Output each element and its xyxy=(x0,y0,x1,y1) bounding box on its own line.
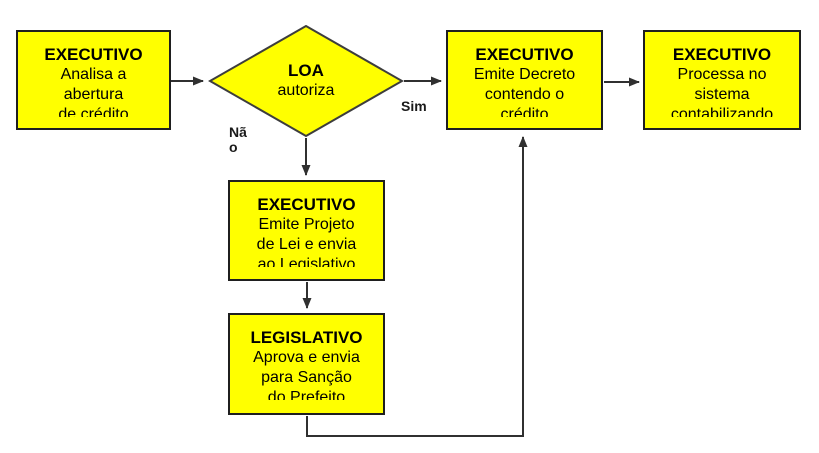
flowchart-node-legislativo-aprova: LEGISLATIVO Aprova e envia para Sanção d… xyxy=(228,313,385,415)
flowchart-node-executivo-processa: EXECUTIVO Processa no sistema contabiliz… xyxy=(643,30,801,130)
flowchart-node-executivo-decreto: EXECUTIVO Emite Decreto contendo o crédi… xyxy=(446,30,603,130)
edge-label-nao: Não xyxy=(229,124,247,155)
node-text: EXECUTIVO Processa no sistema contabiliz… xyxy=(645,45,799,117)
node-title: EXECUTIVO xyxy=(672,45,772,64)
node-line: abertura xyxy=(63,86,124,103)
node-line: do Prefeito xyxy=(267,389,346,400)
edge-label-sim: Sim xyxy=(401,98,427,114)
node-line: Analisa a xyxy=(60,66,127,83)
node-line: Emite Projeto xyxy=(258,216,355,233)
node-line: Aprova e envia xyxy=(253,349,360,366)
flowchart-node-executivo-projeto: EXECUTIVO Emite Projeto de Lei e envia a… xyxy=(228,180,385,281)
node-text: LEGISLATIVO Aprova e envia para Sanção d… xyxy=(230,328,383,400)
flowchart-node-executivo-analisa: EXECUTIVO Analisa a abertura de crédito xyxy=(16,30,171,130)
node-text: EXECUTIVO Emite Decreto contendo o crédi… xyxy=(448,45,601,117)
node-text: EXECUTIVO Analisa a abertura de crédito xyxy=(18,45,169,117)
node-line: Processa no xyxy=(677,66,767,83)
flowchart-node-loa-decision xyxy=(207,24,405,138)
node-line: para Sanção xyxy=(261,369,352,386)
node-line: contendo o xyxy=(484,86,565,103)
decision-diamond-shape xyxy=(207,24,405,138)
node-line: crédito xyxy=(500,106,549,117)
node-line: autoriza xyxy=(277,82,335,98)
node-title: LEGISLATIVO xyxy=(250,328,363,347)
node-line: ao Legislativo xyxy=(257,256,356,267)
decision-diamond-text: LOA autoriza xyxy=(208,61,404,98)
node-title: EXECUTIVO xyxy=(475,45,574,64)
node-line: de Lei e envia xyxy=(256,236,357,253)
node-line: contabilizando xyxy=(670,106,774,117)
node-title: EXECUTIVO xyxy=(257,195,356,214)
node-title: LOA xyxy=(288,61,324,80)
node-text: EXECUTIVO Emite Projeto de Lei e envia a… xyxy=(230,195,383,267)
node-line: Emite Decreto xyxy=(473,66,576,83)
node-line: sistema xyxy=(694,86,750,103)
node-title: EXECUTIVO xyxy=(44,45,143,64)
node-line: de crédito xyxy=(58,106,129,117)
